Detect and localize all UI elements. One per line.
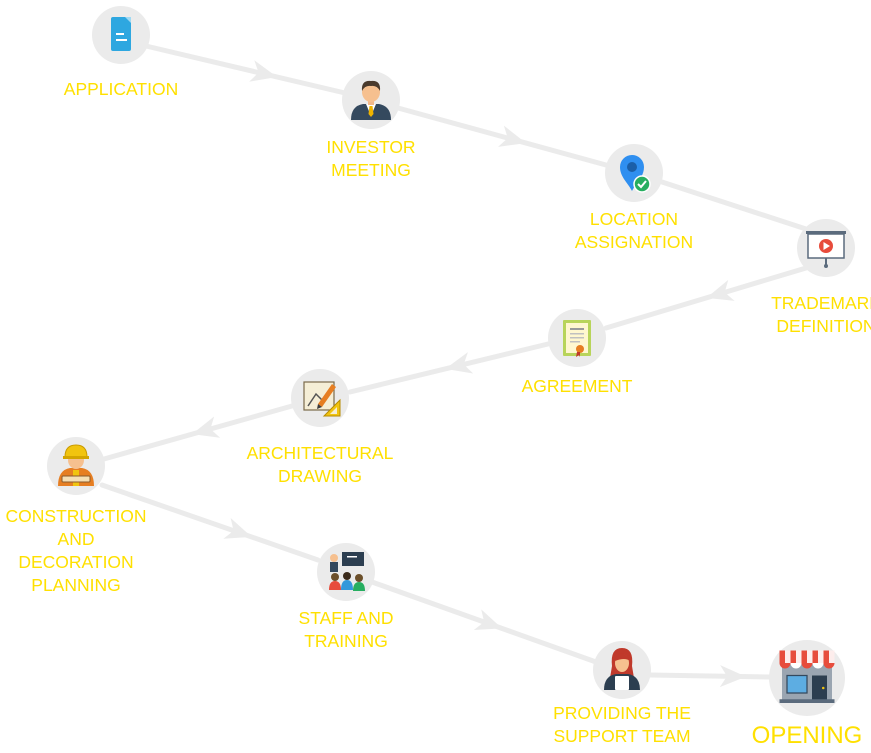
step-architectural-drawing: ARCHITECTURAL DRAWING <box>247 369 394 486</box>
location-pin-check-icon <box>620 155 651 193</box>
step-label-line: DEFINITION <box>776 316 871 336</box>
blueprint-pencil-icon <box>303 381 341 417</box>
connector-line <box>99 482 321 563</box>
connector-5 <box>347 341 551 395</box>
step-label-line: TRADEMARK <box>771 293 871 313</box>
certificate-icon <box>563 320 591 357</box>
step-label-line: MEETING <box>331 160 411 180</box>
step-label-line: ARCHITECTURAL <box>247 443 394 463</box>
document-icon <box>111 17 131 51</box>
step-trademark-definition: TRADEMARK DEFINITION <box>771 219 871 336</box>
connector-4 <box>603 265 809 331</box>
step-investor-meeting: INVESTOR MEETING <box>326 71 416 180</box>
step-label-line: DECORATION <box>18 552 133 572</box>
step-label-line: APPLICATION <box>64 79 178 99</box>
storefront-icon <box>779 650 835 703</box>
step-label-line: STAFF AND <box>299 608 394 628</box>
connector-line <box>369 579 599 665</box>
step-label-line: PLANNING <box>31 575 120 595</box>
arrowhead <box>473 609 503 631</box>
arrowhead <box>706 279 735 301</box>
step-label-line: LOCATION <box>590 209 678 229</box>
step-label-line: SUPPORT TEAM <box>553 726 690 746</box>
arrowhead <box>719 665 746 688</box>
arrowhead <box>498 125 527 147</box>
connector-3 <box>659 179 809 232</box>
step-label-line: AND <box>58 529 95 549</box>
step-label-line: INVESTOR <box>326 137 415 157</box>
step-label-line: DRAWING <box>278 466 362 486</box>
connector-6 <box>101 403 295 462</box>
arrowhead <box>445 352 474 374</box>
connector-1 <box>143 43 348 96</box>
node-circle <box>317 543 375 601</box>
connector-line <box>647 672 773 680</box>
step-label-line: TRAINING <box>304 631 388 651</box>
step-label-line: PROVIDING THE <box>553 703 691 723</box>
step-label-line: ASSIGNATION <box>575 232 693 252</box>
step-staff-and-training: STAFF AND TRAINING <box>299 543 394 651</box>
connector-line <box>659 179 809 232</box>
connector-line <box>395 105 609 168</box>
arrowhead <box>249 60 278 82</box>
step-label-line: CONSTRUCTION <box>6 506 147 526</box>
connector-9 <box>647 665 773 688</box>
step-opening: OPENING <box>752 640 863 749</box>
step-application: APPLICATION <box>64 6 178 99</box>
businessman-icon <box>351 80 391 120</box>
connector-line <box>143 43 348 96</box>
connectors-layer <box>99 43 809 688</box>
connector-line <box>603 265 809 331</box>
construction-worker-icon <box>58 444 94 486</box>
step-label-line: AGREEMENT <box>522 376 633 396</box>
connector-2 <box>395 105 609 168</box>
arrowhead <box>223 518 252 539</box>
support-woman-icon <box>604 648 640 690</box>
step-providing-the-support-team: PROVIDING THE SUPPORT TEAM <box>553 641 691 746</box>
step-construction-and-decoration-planning: CONSTRUCTION AND DECORATION PLANNING <box>6 437 147 595</box>
step-label-line: OPENING <box>752 722 863 749</box>
nodes-layer: APPLICATION INVESTOR MEETING LOCATION ASSIGN… <box>6 6 871 749</box>
step-agreement: AGREEMENT <box>522 309 633 396</box>
connector-8 <box>369 579 599 665</box>
arrowhead <box>192 416 221 438</box>
classroom-training-icon <box>329 552 365 591</box>
step-location-assignation: LOCATION ASSIGNATION <box>575 144 693 252</box>
connector-7 <box>99 482 321 563</box>
presentation-screen-icon <box>806 231 846 268</box>
